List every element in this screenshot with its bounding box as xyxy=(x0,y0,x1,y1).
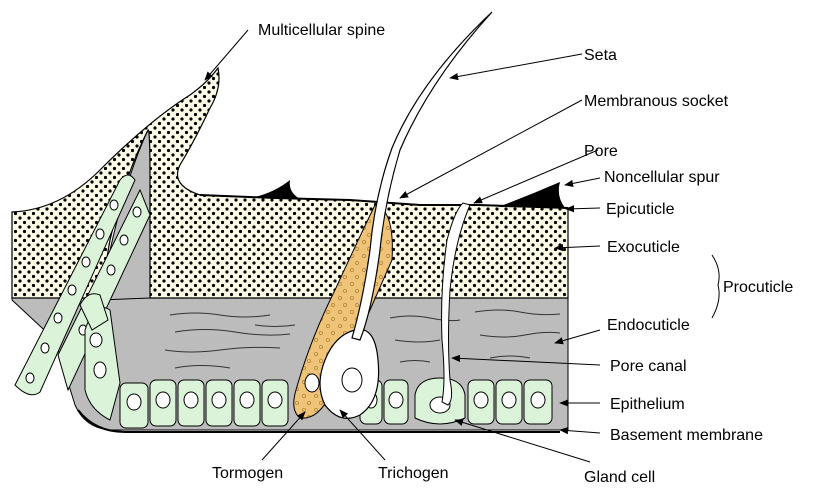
label-pore-canal: Pore canal xyxy=(610,358,687,375)
label-epithelium: Epithelium xyxy=(610,396,685,413)
label-exocuticle: Exocuticle xyxy=(607,239,680,256)
noncellular-spur-left xyxy=(255,180,300,199)
label-basement-membrane: Basement membrane xyxy=(610,427,763,444)
label-trichogen: Trichogen xyxy=(378,465,449,482)
label-gland-cell: Gland cell xyxy=(584,469,655,486)
label-membranous-socket: Membranous socket xyxy=(584,93,729,110)
label-noncellular-spur: Noncellular spur xyxy=(604,169,720,186)
noncellular-spur-right xyxy=(498,182,565,208)
label-pore: Pore xyxy=(584,143,618,160)
label-tormogen: Tormogen xyxy=(212,465,283,482)
label-endocuticle: Endocuticle xyxy=(607,317,690,334)
label-seta: Seta xyxy=(584,47,617,64)
label-epicuticle: Epicuticle xyxy=(606,201,675,218)
label-procuticle: Procuticle xyxy=(723,279,793,296)
label-multicellular-spine: Multicellular spine xyxy=(258,22,385,39)
